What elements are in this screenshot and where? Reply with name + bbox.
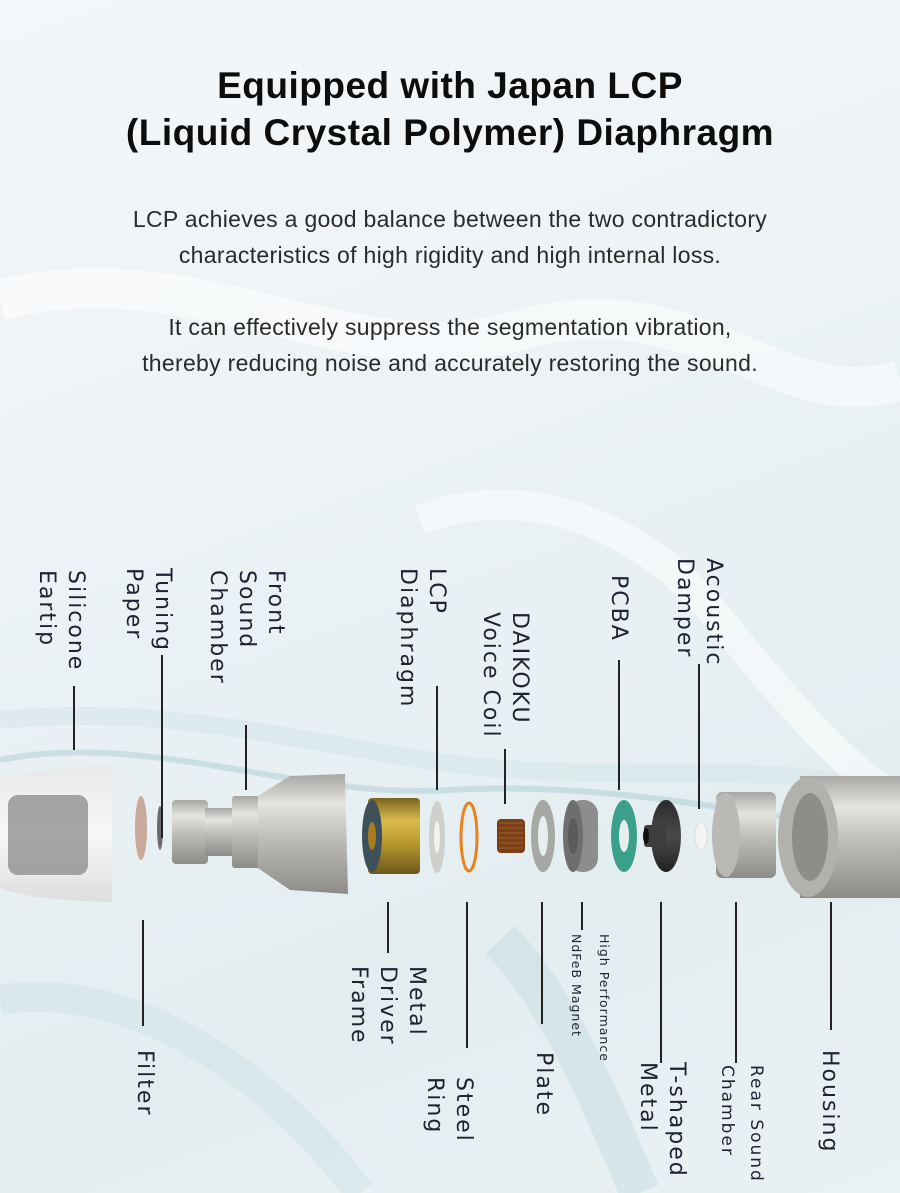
ndfeb-magnet-part xyxy=(563,800,598,872)
leader-line-silicone-eartip xyxy=(73,686,75,750)
description-paragraph-2: It can effectively suppress the segmenta… xyxy=(0,309,900,381)
exploded-earphone-diagram xyxy=(0,766,900,902)
label-filter: Filter xyxy=(132,1050,157,1117)
label-pcba: PCBA xyxy=(606,575,631,642)
leader-line-housing xyxy=(830,902,832,1030)
leader-line-lcp-diaphragm xyxy=(436,686,438,790)
leader-line-pcba xyxy=(618,660,620,790)
paragraph-1-line-2: characteristics of high rigidity and hig… xyxy=(178,242,722,268)
front-sound-chamber-part xyxy=(172,774,348,894)
leader-line-plate xyxy=(541,902,543,1024)
title-line-2: (Liquid Crystal Polymer) Diaphragm xyxy=(125,112,775,153)
label-front-sound-chamber: Front Sound Chamber xyxy=(205,570,288,685)
acoustic-damper-part xyxy=(694,821,708,851)
rear-sound-chamber-part xyxy=(712,792,776,878)
label-silicone-eartip: Silicone Eartip xyxy=(34,570,88,672)
paragraph-2-line-1: It can effectively suppress the segmenta… xyxy=(168,314,732,340)
t-shaped-metal-part xyxy=(643,800,681,872)
title-line-1: Equipped with Japan LCP xyxy=(217,65,683,106)
pcba-part xyxy=(611,800,637,872)
silicone-eartip-part xyxy=(0,766,112,902)
leader-line-steel-ring xyxy=(466,902,468,1048)
label-housing: Housing xyxy=(817,1050,842,1154)
label-steel-ring: Steel Ring xyxy=(422,1077,476,1143)
plate-part xyxy=(531,800,555,872)
page-title: Equipped with Japan LCP (Liquid Crystal … xyxy=(0,62,900,156)
leader-line-t-shaped-metal xyxy=(660,902,662,1063)
label-voice-coil: DAIKOKU Voice Coil xyxy=(478,612,532,739)
label-acoustic-damper: Acoustic Damper xyxy=(672,558,726,667)
lcp-diaphragm-part xyxy=(429,801,445,873)
leader-line-filter xyxy=(142,920,144,1026)
steel-ring-part xyxy=(459,801,479,873)
leader-line-front-sound-chamber xyxy=(245,725,247,790)
description-paragraph-1: LCP achieves a good balance between the … xyxy=(0,201,900,273)
label-ndfeb-magnet: High Performance NdFeB Magnet xyxy=(569,934,612,1062)
leader-line-magnet xyxy=(581,902,583,930)
label-plate: Plate xyxy=(531,1052,556,1118)
leader-line-acoustic-damper xyxy=(698,664,700,809)
label-rear-sound-chamber: Rear Sound Chamber xyxy=(717,1065,766,1183)
voice-coil-part xyxy=(497,819,525,853)
leader-line-metal-driver-frame xyxy=(387,902,389,953)
label-t-shaped-metal: T-shaped Metal xyxy=(635,1062,689,1178)
paragraph-1-line-1: LCP achieves a good balance between the … xyxy=(132,206,768,232)
label-tuning-paper: Tuning Paper xyxy=(121,568,175,653)
leader-line-rear-sound-chamber xyxy=(735,902,737,1063)
label-metal-driver-frame: Metal Driver Frame xyxy=(346,966,429,1046)
label-lcp-diaphragm: LCP Diaphragm xyxy=(395,568,449,709)
filter-part xyxy=(135,796,147,860)
leader-line-voice-coil xyxy=(504,749,506,804)
metal-driver-frame-part xyxy=(362,798,420,874)
housing-part xyxy=(778,776,900,898)
paragraph-2-line-2: thereby reducing noise and accurately re… xyxy=(142,350,758,376)
leader-line-tuning-paper xyxy=(161,655,163,838)
